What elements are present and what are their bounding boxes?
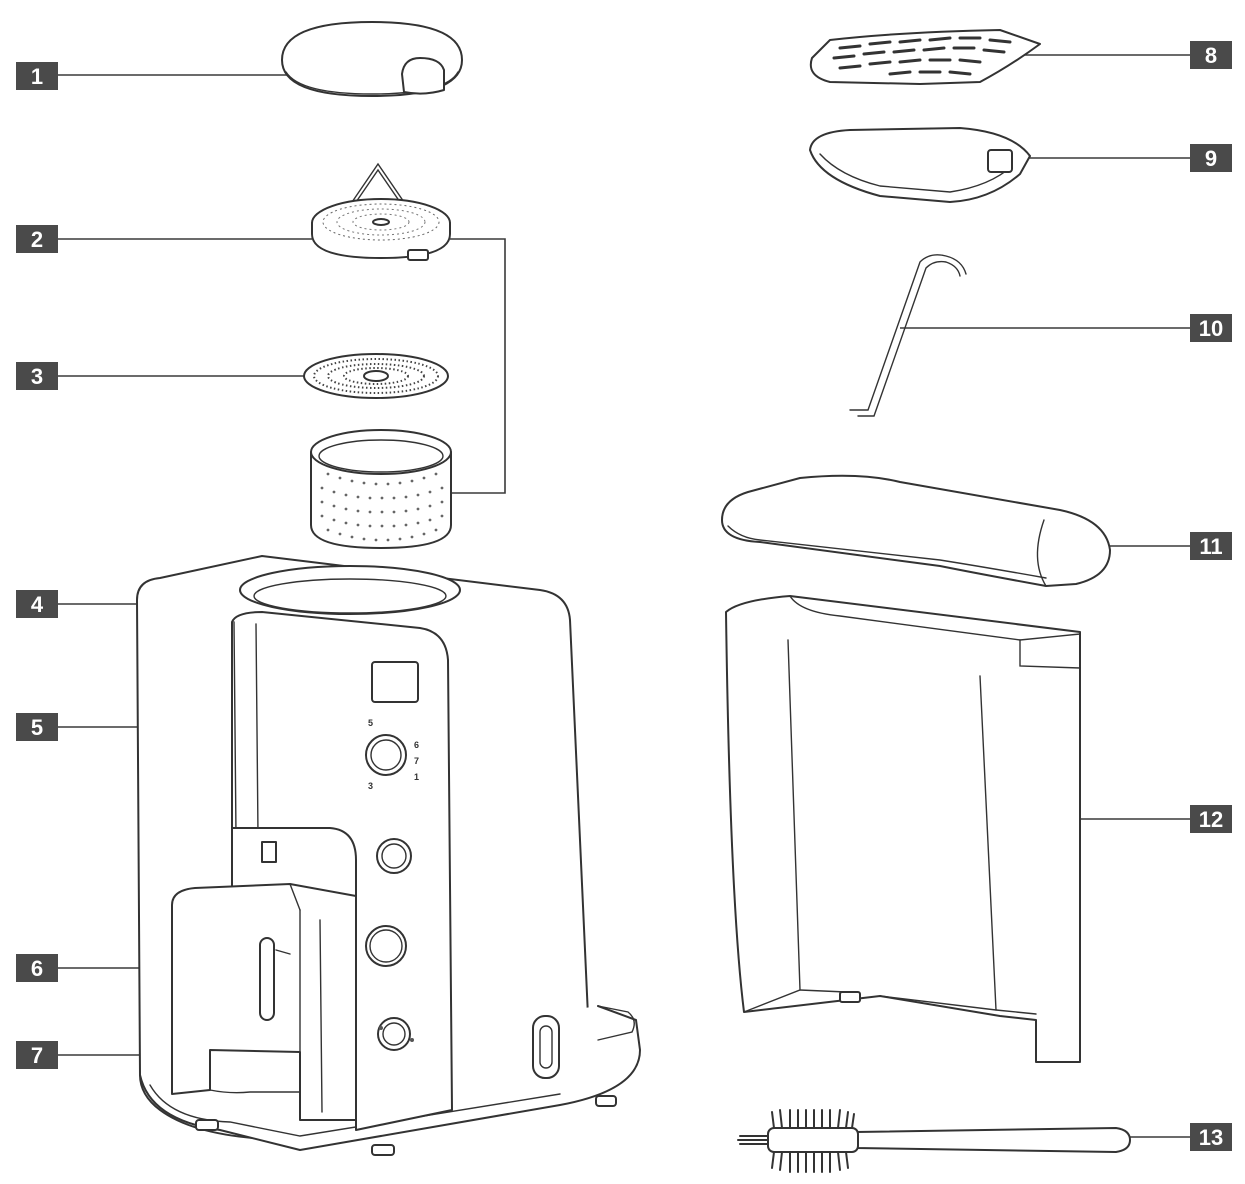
callout-7-label: 7	[31, 1043, 43, 1068]
part-grille	[809, 29, 1041, 85]
callout-9-label: 9	[1205, 146, 1217, 171]
part-sieve-disc	[303, 353, 449, 399]
callout-9: 9	[1190, 144, 1232, 172]
callout-4: 4	[16, 590, 58, 618]
part-drip-tray	[809, 127, 1031, 203]
part-lid	[281, 21, 463, 97]
callout-13-label: 13	[1199, 1125, 1223, 1150]
callout-6: 6	[16, 954, 58, 982]
callout-11: 11	[1190, 532, 1232, 560]
callout-4-label: 4	[31, 592, 44, 617]
callout-2: 2	[16, 225, 58, 253]
callout-5: 5	[16, 713, 58, 741]
part-tank-cover	[721, 474, 1111, 587]
callout-10: 10	[1190, 314, 1232, 342]
dial-mark-bottom: 3	[368, 781, 373, 791]
callout-10-label: 10	[1199, 316, 1223, 341]
callout-5-label: 5	[31, 715, 43, 740]
callout-8-label: 8	[1205, 43, 1217, 68]
dial-mark-right-top: 6	[414, 740, 419, 750]
part-filter-top	[311, 162, 451, 261]
part-main-body: 5 6 7 1 3	[136, 555, 641, 1156]
callout-13: 13	[1190, 1123, 1232, 1151]
callout-12: 12	[1190, 805, 1232, 833]
callout-2-label: 2	[31, 227, 43, 252]
callout-8: 8	[1190, 41, 1232, 69]
callout-1-label: 1	[31, 64, 43, 89]
part-filter-cylinder	[310, 429, 452, 549]
dial-mark-top: 5	[368, 718, 373, 728]
part-hook	[849, 254, 967, 417]
callout-11-label: 11	[1199, 534, 1222, 559]
dial-mark-right-bottom: 1	[414, 772, 419, 782]
callout-6-label: 6	[31, 956, 43, 981]
callout-1: 1	[16, 62, 58, 90]
callout-3: 3	[16, 362, 58, 390]
dial-mark-right-mid: 7	[414, 756, 419, 766]
part-cleaning-brush	[737, 1109, 1131, 1173]
callout-7: 7	[16, 1041, 58, 1069]
callout-3-label: 3	[31, 364, 43, 389]
part-water-tank	[725, 595, 1081, 1063]
callout-12-label: 12	[1199, 807, 1223, 832]
